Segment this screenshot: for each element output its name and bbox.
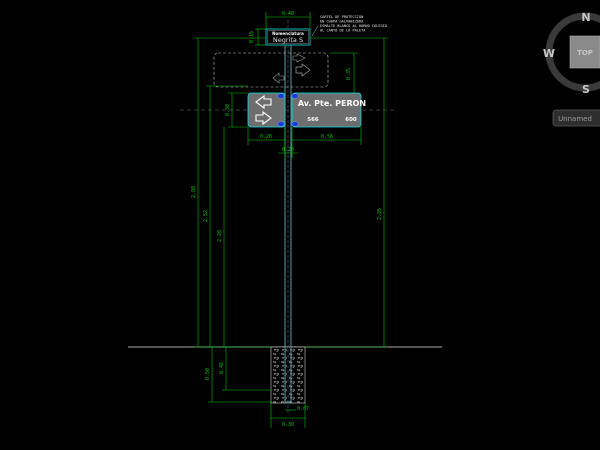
viewcube[interactable]: TOP N W S: [543, 11, 600, 96]
dim-base-width: 0.30: [282, 422, 294, 428]
main-sign-street: Av. Pte. PERON: [298, 99, 366, 108]
arrow-right-icon: [295, 63, 311, 77]
note-line-2: EN CHAPA GALVANIZADA: [320, 20, 364, 24]
dim-base-inner: 0.46: [219, 362, 225, 374]
arrow-right-icon: [292, 53, 306, 63]
arrow-left-icon: [255, 94, 272, 110]
dim-left-width: 0.26: [260, 134, 272, 140]
drawing-notes: CARTEL DE PROTECCION EN CHAPA GALVANIZAD…: [311, 15, 387, 37]
viewcube-compass-ring[interactable]: [545, 12, 600, 92]
dim-right-total: 2.85: [377, 208, 383, 220]
top-sign-caption: Nomenclatura: [272, 31, 304, 36]
dim-left-mid: 2.52: [203, 210, 209, 222]
note-line-1: CARTEL DE PROTECCION: [320, 15, 363, 19]
dim-right-width: 0.56: [321, 134, 333, 140]
compass-south[interactable]: S: [582, 83, 590, 96]
compass-west[interactable]: W: [543, 47, 555, 60]
arrow-right-icon: [255, 110, 272, 126]
main-sign[interactable]: Av. Pte. PERON 566 600: [247, 92, 366, 128]
dim-top-width: 0.40: [282, 11, 294, 17]
dim-pipe-diameter: 0.07: [297, 406, 309, 412]
main-sign-right-panel: [291, 92, 362, 128]
note-line-3: ESMALTE BLANCO AL HORNO COLEGIO: [320, 24, 387, 28]
dim-top-height: 0.15: [249, 31, 255, 43]
ucs-dropdown-label: Unnamed: [558, 115, 592, 123]
dimensions: [194, 12, 388, 428]
main-sign-right-number: 600: [345, 117, 357, 123]
dim-center-width: 0.20: [282, 147, 294, 153]
dim-base-depth: 0.50: [205, 368, 211, 380]
dim-left-inner: 2.20: [217, 230, 223, 242]
ghost-sign: [213, 52, 329, 88]
main-sign-left-number: 566: [307, 117, 319, 123]
dim-left-total: 2.80: [191, 186, 197, 198]
dim-sign-height: 0.30: [225, 104, 231, 116]
dim-sign-offset: 0.35: [346, 68, 352, 80]
viewcube-face-label: TOP: [577, 49, 593, 57]
note-line-4: AL CANTO DE LA PALETA: [320, 29, 366, 33]
ucs-dropdown[interactable]: Unnamed: [552, 109, 600, 127]
compass-north[interactable]: N: [581, 11, 590, 24]
clamp-icon: [277, 93, 299, 127]
top-sign-name: Negrita S: [273, 36, 303, 44]
arrow-left-icon: [272, 72, 285, 84]
viewcube-face-top[interactable]: [569, 35, 600, 69]
top-sign[interactable]: Nomenclatura Negrita S: [265, 28, 311, 46]
note-leader: [311, 25, 319, 37]
